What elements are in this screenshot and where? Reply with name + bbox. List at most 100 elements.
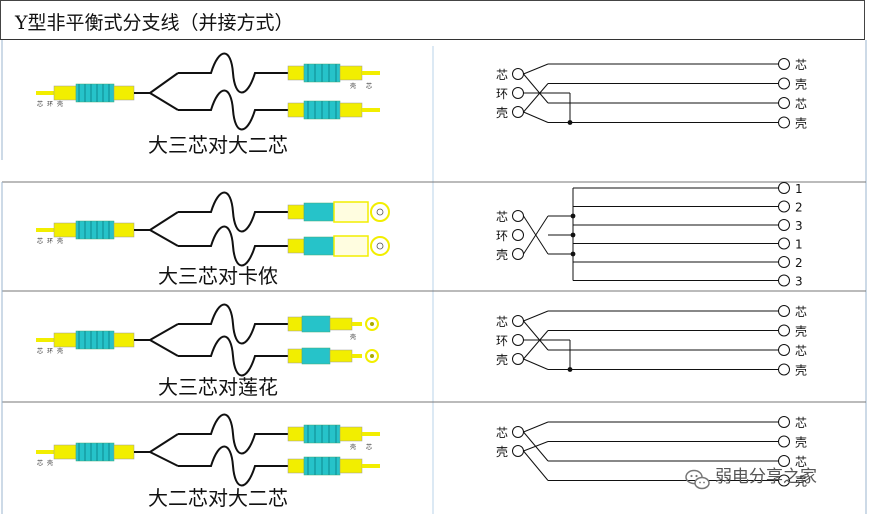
cable-branch xyxy=(178,303,288,345)
plug-sleeve xyxy=(53,444,77,460)
right-pin-terminal xyxy=(778,274,790,287)
left-pin-terminal xyxy=(512,353,524,365)
left-pin-terminal xyxy=(512,334,524,346)
cable-split-up xyxy=(149,211,179,231)
plug-sleeve xyxy=(339,65,363,81)
left-pin-label: 壳 xyxy=(496,445,508,459)
right-pin-label: 1 xyxy=(795,182,803,196)
right-pin-label: 壳 xyxy=(795,117,807,131)
plug-sleeve xyxy=(339,102,363,118)
plug-boot xyxy=(287,65,305,81)
sleeve-wire xyxy=(523,83,549,113)
left-pin-terminal xyxy=(512,87,524,99)
plug-rca xyxy=(287,347,379,365)
plug-sleeve xyxy=(339,426,363,442)
cross-wire xyxy=(523,215,549,255)
cable-split-up xyxy=(149,72,179,94)
plug-xlr xyxy=(287,201,390,223)
plug-boot xyxy=(287,204,305,220)
xlr-body xyxy=(333,201,369,223)
cable-branch xyxy=(178,335,288,377)
right-pin-label: 芯 xyxy=(795,455,807,469)
plug-grip xyxy=(301,347,331,365)
xlr-face xyxy=(370,236,390,256)
plug-rca xyxy=(287,315,379,333)
junction-dot xyxy=(567,120,573,125)
section-4: 芯壳壳芯大二芯对大二芯芯壳芯壳芯壳 xyxy=(36,413,807,510)
right-pin-label: 1 xyxy=(795,238,803,252)
right-pin-terminal xyxy=(778,200,790,213)
junction-dot xyxy=(570,213,576,219)
tip-wire xyxy=(523,310,549,322)
target-tiny-label: 壳 xyxy=(350,82,356,90)
right-pin-terminal xyxy=(778,344,790,356)
left-pin-label: 环 xyxy=(496,87,508,101)
cable-branch xyxy=(178,413,288,455)
plug-boot xyxy=(287,426,305,442)
left-pin-terminal xyxy=(512,229,524,241)
plug-boot xyxy=(113,222,135,238)
right-pin-terminal xyxy=(778,237,790,250)
plug-ts xyxy=(287,456,380,476)
plug-sleeve xyxy=(329,349,353,363)
source-tiny-label: 芯 xyxy=(37,237,43,245)
wechat-icon xyxy=(685,469,710,490)
plug-sleeve xyxy=(53,85,77,101)
plug-sleeve xyxy=(339,458,363,474)
page-title: Y型非平衡式分支线（并接方式） xyxy=(15,12,294,34)
section-caption: 大三芯对莲花 xyxy=(158,375,278,399)
plug-boot xyxy=(287,316,303,332)
right-pin-label: 芯 xyxy=(795,97,807,111)
right-pin-label: 壳 xyxy=(795,436,807,450)
section-frames xyxy=(1,40,867,514)
cable-branch xyxy=(178,445,288,487)
plug-trs xyxy=(36,220,135,240)
right-pin-terminal xyxy=(778,305,790,317)
source-tiny-label: 环 xyxy=(47,101,53,108)
right-pin-terminal xyxy=(778,182,790,194)
right-pin-label: 3 xyxy=(795,219,803,233)
left-pin-label: 壳 xyxy=(496,106,508,120)
right-pin-label: 芯 xyxy=(795,416,807,430)
plug-sleeve xyxy=(329,317,353,331)
plug-grip xyxy=(303,236,335,256)
right-pin-label: 芯 xyxy=(795,58,807,72)
left-pin-label: 芯 xyxy=(496,68,508,82)
right-pin-terminal xyxy=(778,58,790,70)
cable-split-down xyxy=(149,339,179,357)
right-pin-terminal xyxy=(778,455,790,467)
cable-branch xyxy=(178,225,288,267)
source-tiny-label: 壳 xyxy=(47,459,53,467)
section-caption: 大二芯对大二芯 xyxy=(148,486,288,510)
sleeve-wire xyxy=(523,330,549,360)
left-pin-terminal xyxy=(512,210,524,222)
target-tiny-label: 芯 xyxy=(366,443,372,451)
left-pin-label: 壳 xyxy=(496,248,508,262)
junction-dot xyxy=(570,232,576,238)
left-pin-label: 壳 xyxy=(496,353,508,367)
cable-split-up xyxy=(149,323,179,341)
plug-boot xyxy=(113,332,135,348)
right-pin-label: 壳 xyxy=(795,475,807,489)
right-pin-label: 壳 xyxy=(795,78,807,92)
junction-dot xyxy=(570,251,576,257)
plug-grip xyxy=(75,442,115,462)
left-pin-terminal xyxy=(512,68,524,80)
section-caption: 大三芯对卡侬 xyxy=(158,264,278,288)
source-tiny-label: 芯 xyxy=(37,347,43,355)
sleeve-wire xyxy=(523,450,549,481)
source-tiny-label: 芯 xyxy=(37,100,43,108)
left-pin-terminal xyxy=(512,106,524,118)
left-pin-label: 芯 xyxy=(496,426,508,440)
plug-boot xyxy=(287,238,305,254)
left-pin-label: 芯 xyxy=(496,210,508,224)
section-1: 芯环壳壳芯大三芯对大二芯芯环壳芯壳芯壳 xyxy=(36,52,807,157)
plug-ts xyxy=(287,100,380,120)
right-pin-terminal xyxy=(778,97,790,109)
cable-branch xyxy=(178,52,288,94)
tip-wire xyxy=(523,73,549,104)
cable-split-down xyxy=(149,92,179,111)
section-caption: 大三芯对大二芯 xyxy=(148,133,288,157)
plug-sleeve xyxy=(53,222,77,238)
